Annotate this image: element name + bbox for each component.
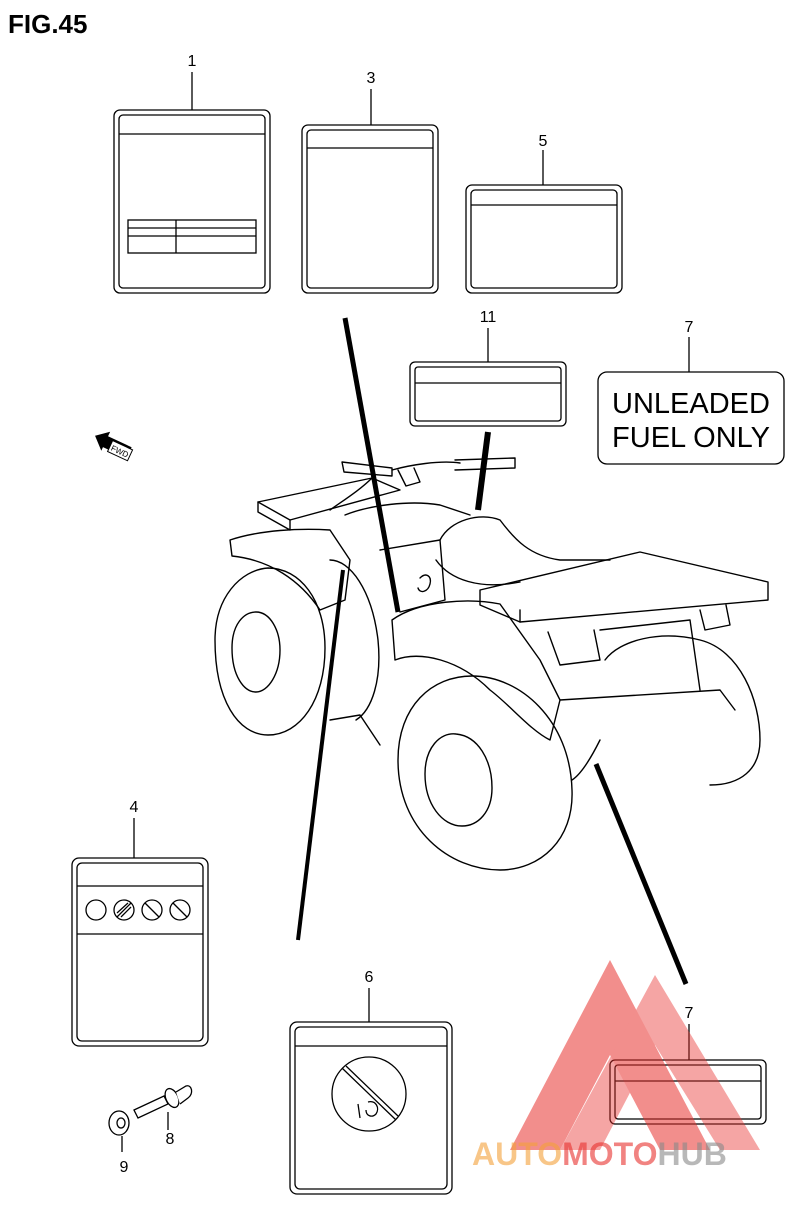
watermark-text: AUTOMOTOHUB: [472, 1136, 727, 1172]
unleaded-text-line1: UNLEADED: [612, 388, 770, 420]
callout-6: 6: [365, 969, 374, 986]
callout-8: 8: [166, 1131, 175, 1148]
label-6[interactable]: [289, 1021, 453, 1195]
part-8-rivet[interactable]: [133, 1085, 193, 1119]
label-7-unleaded[interactable]: UNLEADED FUEL ONLY: [597, 371, 785, 465]
label-4[interactable]: [71, 857, 209, 1047]
callout-11: 11: [480, 309, 497, 326]
callout-1: 1: [188, 53, 197, 70]
watermark-hub: HUB: [657, 1136, 726, 1172]
callout-3: 3: [367, 70, 376, 87]
callout-9: 9: [120, 1159, 129, 1176]
label-3[interactable]: [301, 124, 439, 294]
callout-4: 4: [130, 799, 139, 816]
callout-7b: 7: [685, 1005, 694, 1022]
watermark-auto: AUTO: [472, 1136, 562, 1172]
logo-triangle-right: [560, 975, 760, 1150]
atv-illustration: [214, 457, 769, 871]
watermark-logo: [510, 960, 760, 1150]
watermark-moto: MOTO: [562, 1136, 657, 1172]
unleaded-text-line2: FUEL ONLY: [612, 422, 770, 454]
pointer-lines: [296, 317, 689, 985]
callout-5: 5: [539, 133, 548, 150]
callout-7a: 7: [685, 319, 694, 336]
figure-title: FIG.45: [8, 9, 87, 39]
label-11[interactable]: [409, 361, 567, 427]
fwd-arrow-icon: FWD: [95, 431, 134, 462]
label-5[interactable]: [465, 184, 623, 294]
part-9-washer[interactable]: [108, 1110, 130, 1136]
logo-triangle-left: [510, 960, 710, 1150]
label-1[interactable]: [113, 109, 271, 294]
